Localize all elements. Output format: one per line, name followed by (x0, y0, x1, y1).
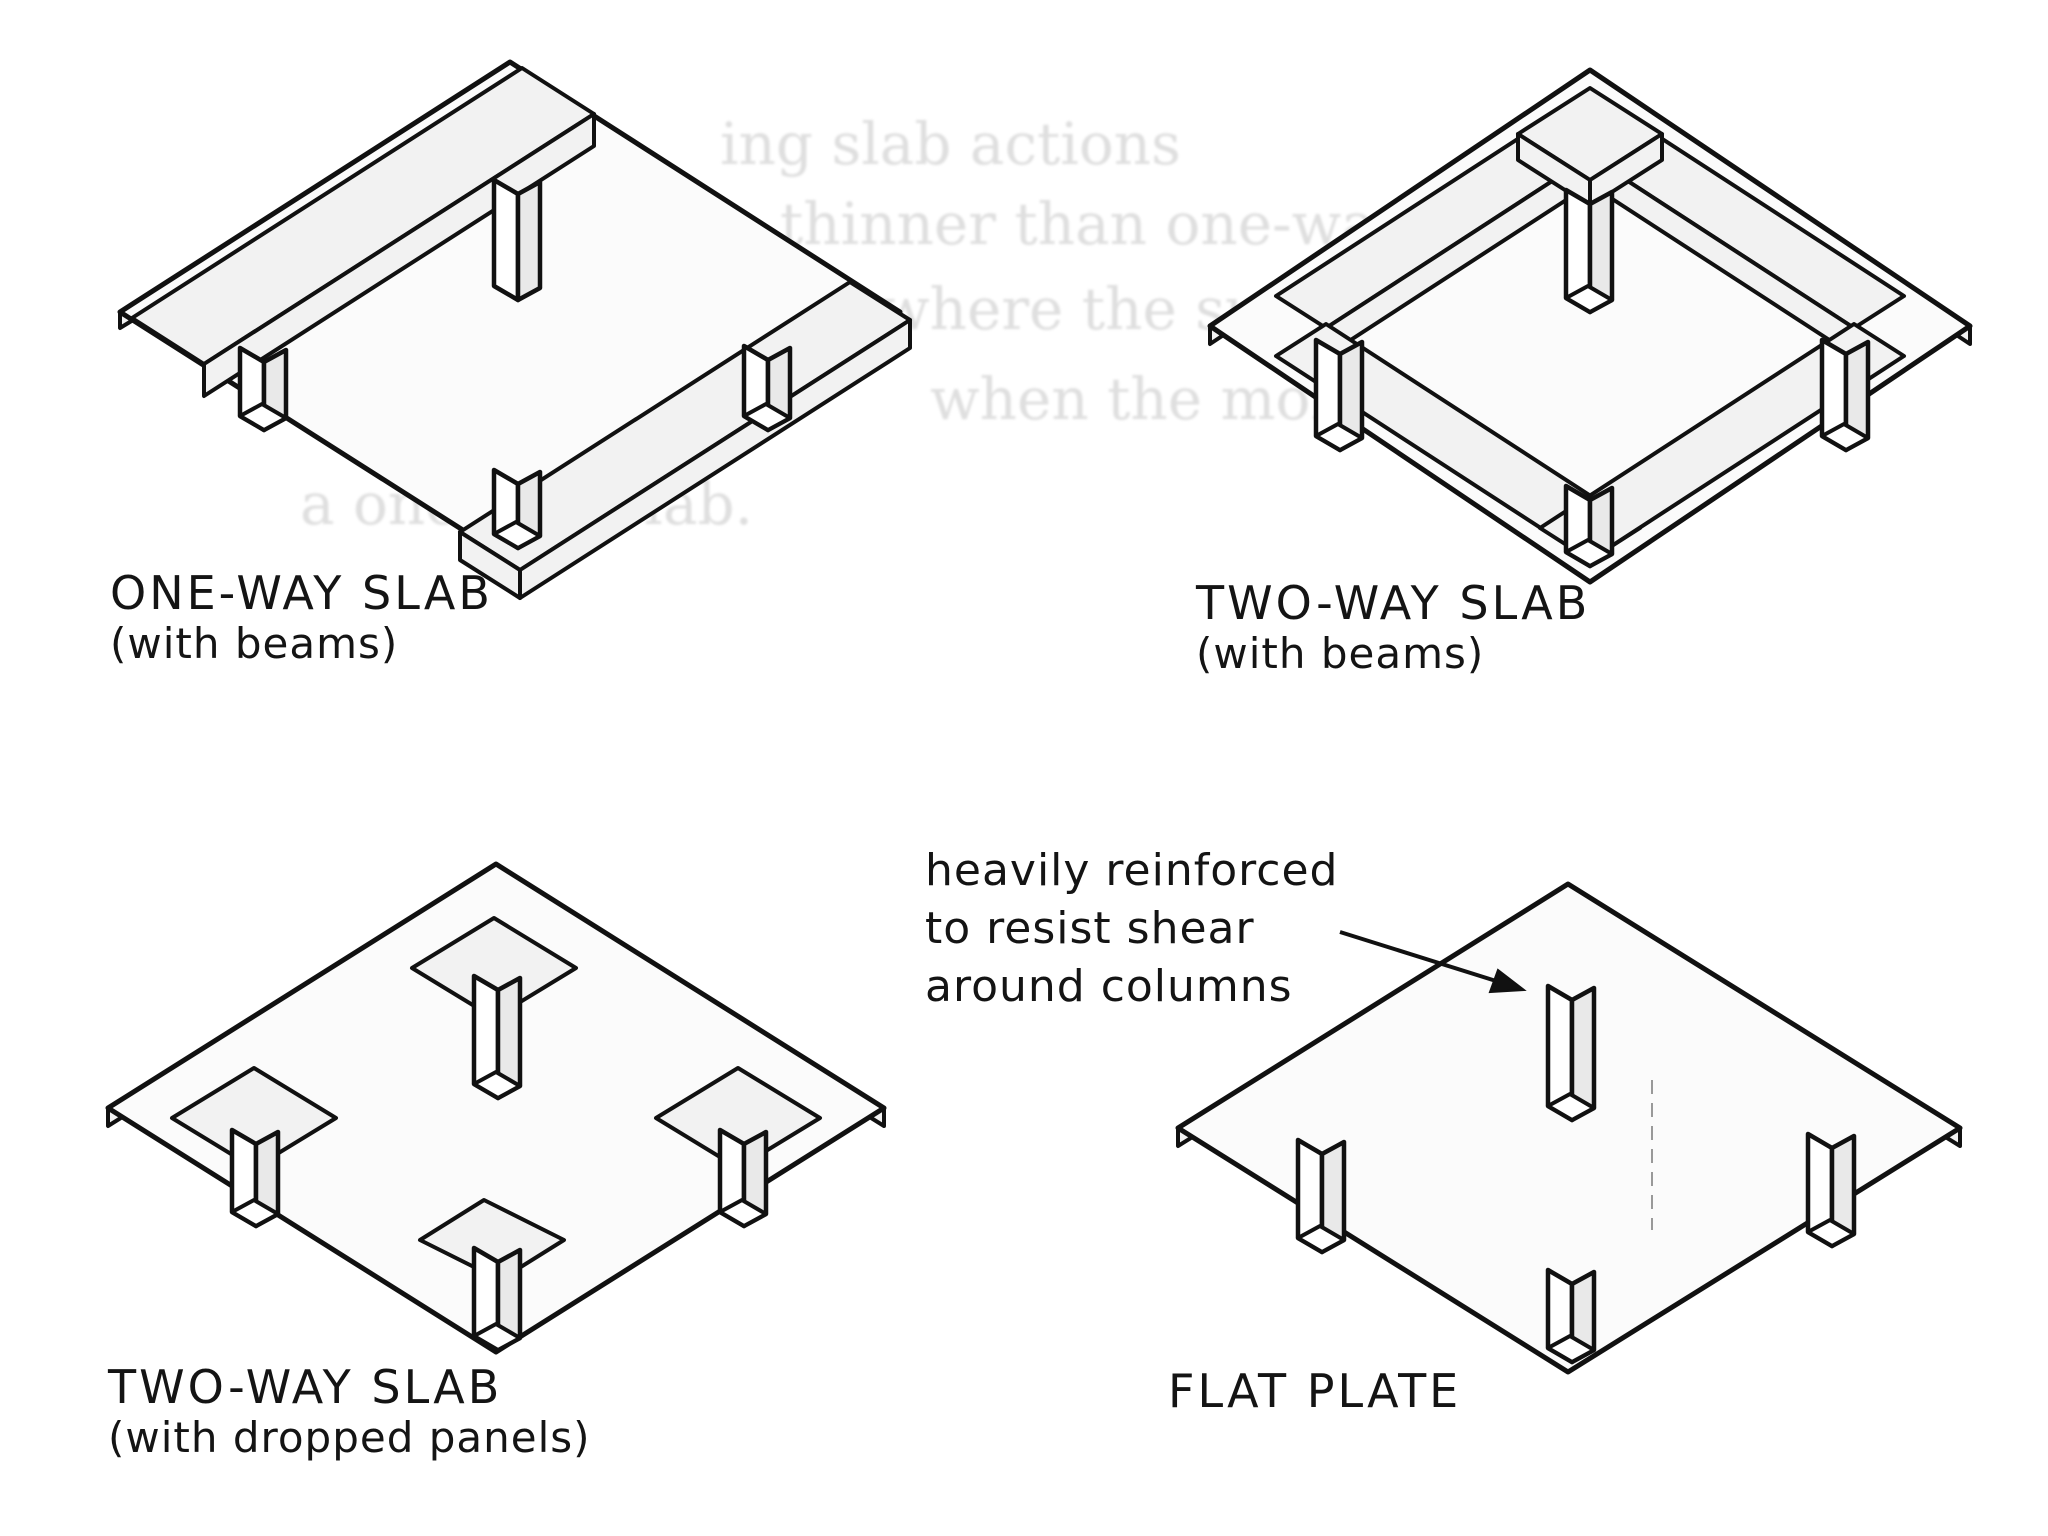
caption-subtitle: (with dropped panels) (108, 1412, 591, 1462)
caption-one-way-slab: ONE-WAY SLAB (with beams) (110, 566, 493, 668)
annotation-line: around columns (925, 961, 1293, 1012)
shear-annotation: heavily reinforced to resist shear aroun… (925, 842, 1338, 1016)
column (741, 343, 793, 433)
column (491, 177, 543, 303)
column (237, 345, 289, 433)
caption-title: TWO-WAY SLAB (108, 1360, 503, 1414)
column (1313, 337, 1365, 453)
column (229, 1127, 281, 1229)
column (471, 1245, 523, 1353)
caption-two-way-slab-beams: TWO-WAY SLAB (with beams) (1196, 576, 1591, 678)
caption-title: FLAT PLATE (1168, 1364, 1462, 1418)
column (717, 1127, 769, 1229)
column (1819, 337, 1871, 453)
caption-title: ONE-WAY SLAB (110, 566, 493, 620)
column (471, 973, 523, 1101)
annotation-line: to resist shear (925, 903, 1255, 954)
column (1805, 1131, 1857, 1249)
column (1545, 983, 1597, 1123)
drop-panel (410, 916, 578, 1020)
slab (1175, 881, 1963, 1375)
arrowhead (1488, 968, 1527, 994)
two-way-slab-dropped-panels-figure (105, 861, 887, 1355)
column (491, 467, 543, 551)
caption-flat-plate: FLAT PLATE (1168, 1364, 1462, 1418)
column (1563, 483, 1615, 569)
caption-title: TWO-WAY SLAB (1196, 576, 1591, 630)
slab (1207, 67, 1973, 585)
caption-subtitle: (with beams) (110, 618, 399, 668)
column (1563, 187, 1615, 315)
drop-panel (654, 1066, 822, 1170)
annotation-line: heavily reinforced (925, 845, 1339, 896)
drop-panel (170, 1066, 338, 1170)
leader-line (1339, 930, 1513, 988)
column (1295, 1137, 1347, 1255)
column (1545, 1267, 1597, 1365)
caption-subtitle: (with beams) (1196, 628, 1485, 678)
caption-two-way-slab-dropped: TWO-WAY SLAB (with dropped panels) (108, 1360, 591, 1462)
slab (105, 861, 887, 1355)
flat-plate-figure (1175, 881, 1963, 1375)
one-way-slab-figure (117, 59, 912, 600)
two-way-slab-beams-figure (1207, 67, 1973, 585)
beam (1538, 322, 1906, 562)
